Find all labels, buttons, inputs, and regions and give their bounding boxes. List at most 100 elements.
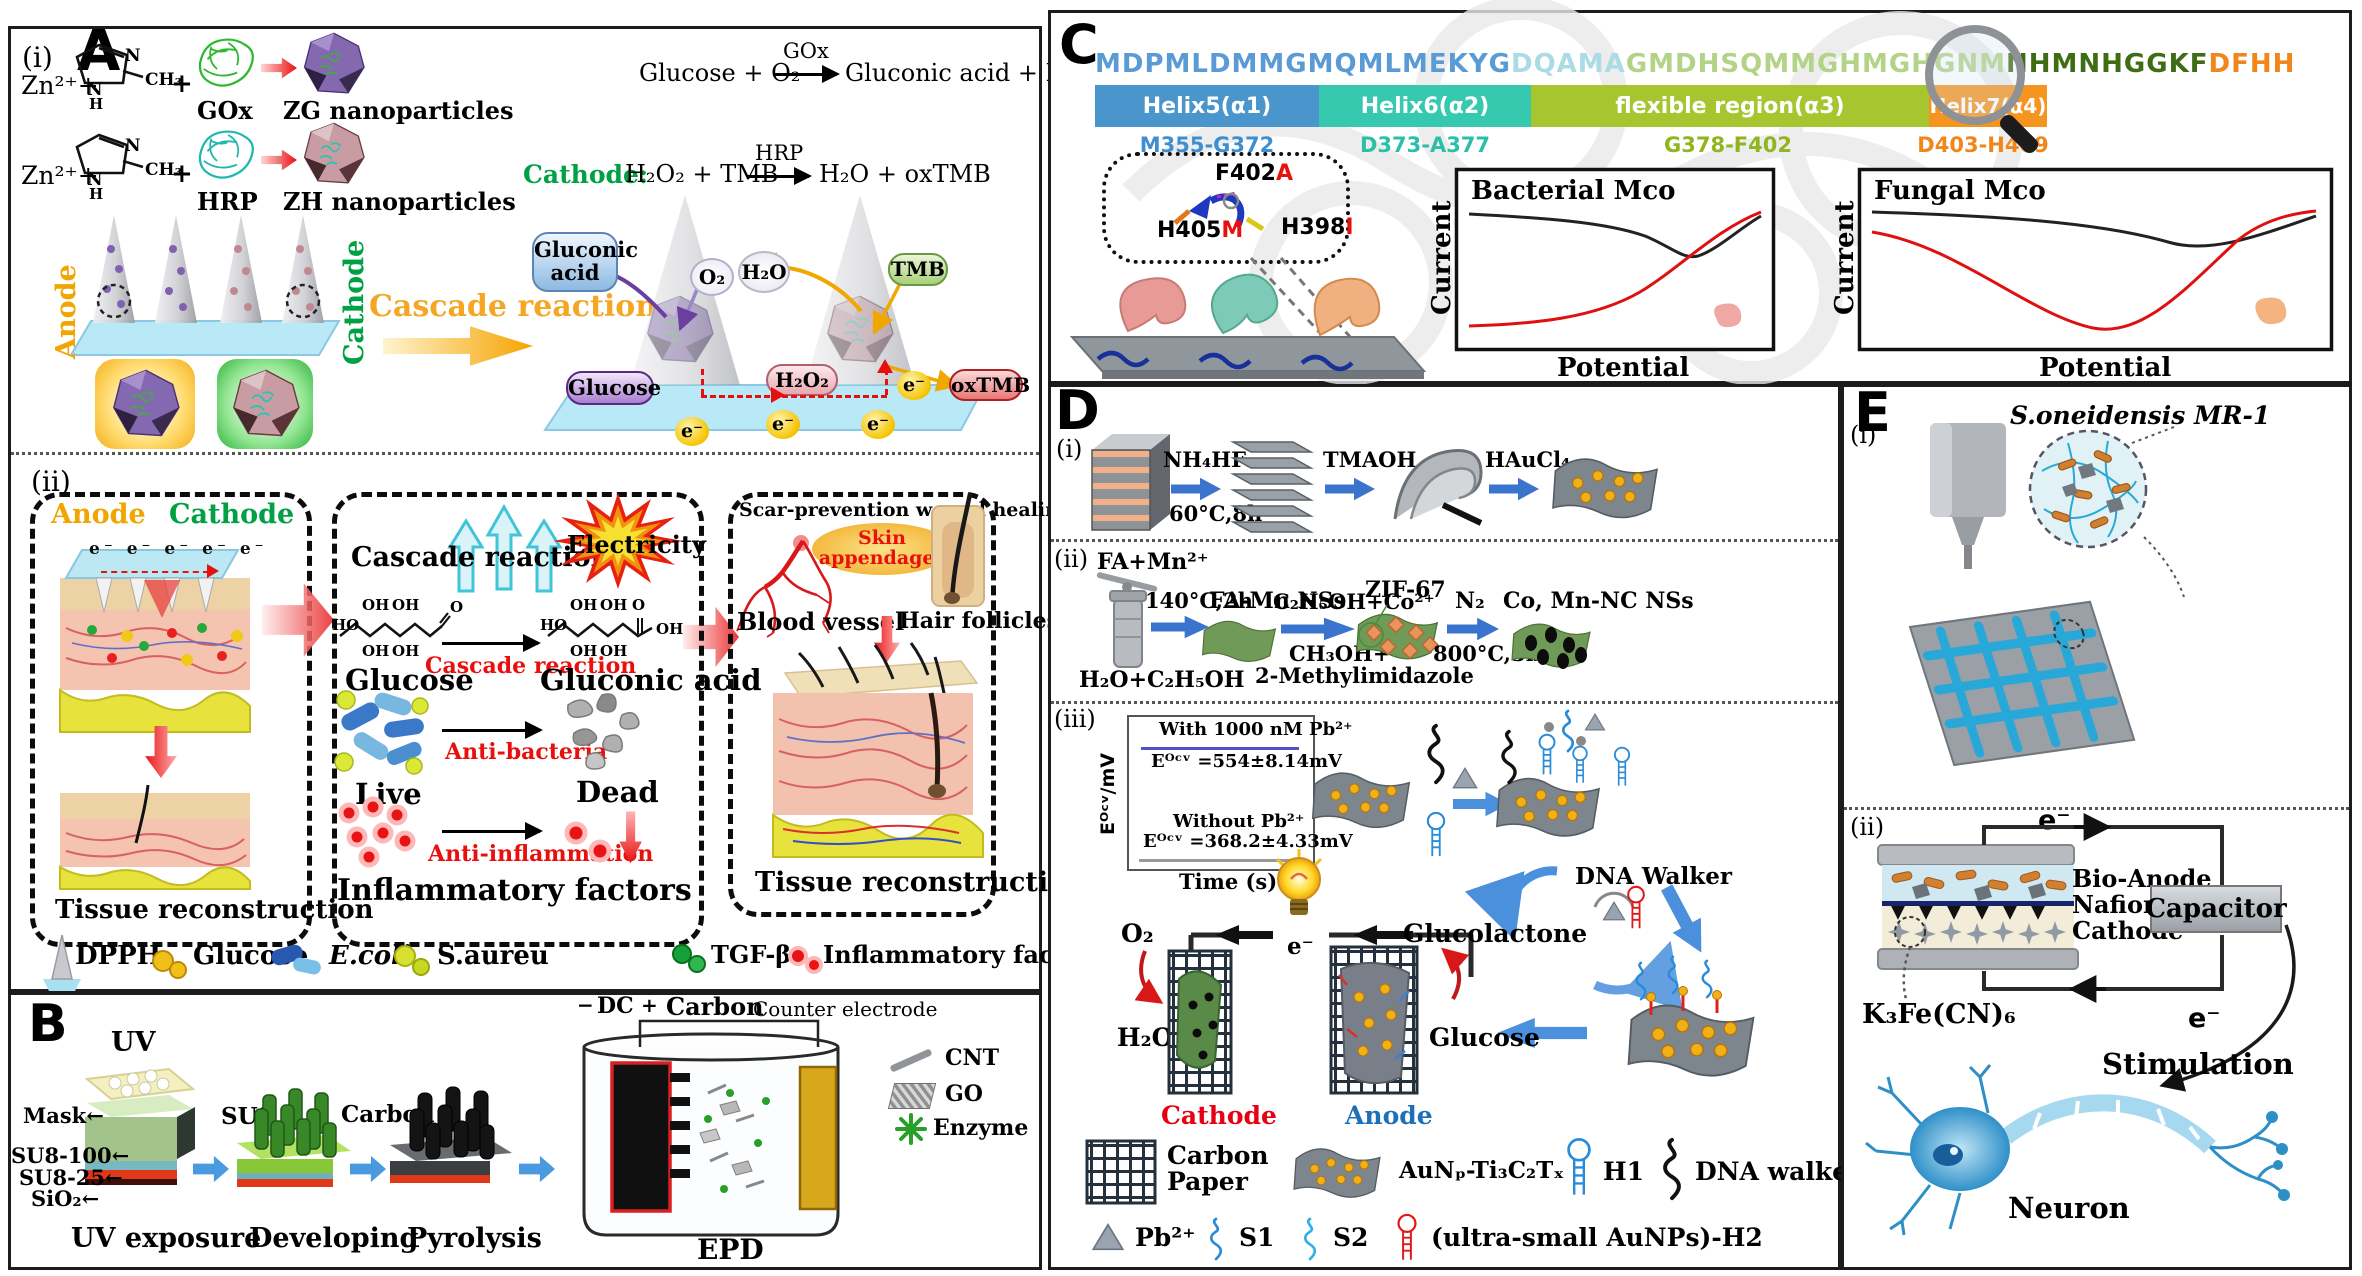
flexible-segment: flexible region(α3) — [1531, 85, 1929, 127]
o2-pill: O₂ — [690, 258, 734, 296]
sequence-seg5: DFHH — [2208, 49, 2296, 79]
electricity-starburst — [553, 493, 683, 589]
mco-blob-teal — [1210, 273, 1279, 335]
h2-hairpin-icon — [1623, 885, 1649, 933]
dash-arrowhead-1 — [771, 387, 785, 403]
ocv-with-value: Eᴼᶜᵛ =554±8.14mV — [1151, 751, 1342, 772]
protein-sequence: MDPMLDMMGMQMLMEKYGDQAMAGMDHSQMMGHMGHGNMN… — [1095, 49, 2295, 79]
fa-mn-feed-label: FA+Mn²⁺ — [1097, 549, 1209, 575]
skin-appendages-badge: Skin appendages — [812, 523, 952, 575]
blood-vessel-label: Blood vessel — [737, 607, 905, 636]
pb-label: Pb²⁺ — [1135, 1223, 1196, 1252]
dash-arrowhead-2 — [877, 359, 893, 373]
d-ii-arrow-3 — [1447, 617, 1499, 641]
panel-c: C MDPMLDMMGMQMLMEKYGDQAMAGMDHSQMMGHMGHGN… — [1048, 0, 2352, 385]
dc-label: DC — [597, 993, 634, 1019]
hair-follicles-label: Hair follicles — [899, 608, 1059, 634]
epd-label: EPD — [697, 1233, 764, 1266]
gox-protein-icon — [189, 29, 263, 97]
dpph-icon — [43, 934, 81, 991]
eq2-reactants: H₂O₂ + TMB — [625, 160, 779, 188]
pb-triangle-icon-2 — [1583, 713, 1607, 731]
co-mn-nc-sheet — [1507, 613, 1595, 669]
fungal-mco-graph — [1857, 167, 2334, 352]
developing-label: Developing — [249, 1223, 419, 1254]
skin-block-2 — [59, 784, 251, 890]
oh-label: OH — [570, 642, 597, 660]
oh-label: OH — [570, 596, 597, 614]
oxtmb-pill: oxTMB — [949, 369, 1030, 401]
fungal-ylabel: Current — [1830, 200, 1860, 315]
antibacteria-arrow — [442, 721, 543, 739]
reaction-arrow-1 — [261, 57, 297, 79]
capacitor-box: Capacitor — [2145, 885, 2287, 933]
pb-legend-icon — [1091, 1223, 1125, 1251]
mut-h405: H405 — [1157, 218, 1222, 243]
mut-m: M — [1221, 218, 1244, 243]
panel-e-label: E — [1854, 381, 1891, 444]
oh-label: OH — [656, 620, 683, 638]
dna-walker-legend-label: DNA walker — [1695, 1157, 1862, 1186]
uv-exposure-label: UV exposure — [71, 1223, 262, 1254]
pyrolyzed-stack — [390, 1086, 512, 1183]
neuron-label: Neuron — [2008, 1191, 2130, 1225]
tissue-reconstruction-1: Tissue reconstruction — [55, 895, 374, 925]
pb-triangle-icon-1 — [1451, 767, 1479, 789]
panel-a-divider — [11, 452, 1039, 455]
saureu-icon — [394, 945, 430, 976]
e-out-electron: e⁻ — [2188, 1003, 2221, 1034]
sio2-label: SiO₂← — [31, 1186, 100, 1211]
anode-label-i: Anode — [51, 264, 82, 359]
zif-sheet — [1349, 604, 1439, 660]
panel-d-label: D — [1055, 379, 1100, 442]
eq2-catalyst: HRP — [755, 141, 804, 165]
tissue-reconstruction-2: Tissue reconstruction — [755, 867, 1086, 898]
circuit-wires — [1188, 925, 1474, 979]
d-row-divider-2 — [1051, 701, 1838, 704]
o2-curve — [1134, 950, 1164, 1004]
panel-e-ii-label: (ii) — [1850, 813, 1885, 841]
mechanism-box — [332, 492, 704, 947]
plus-1: + — [171, 69, 193, 99]
ocv-without-line — [1139, 859, 1299, 862]
mut-a: A — [1275, 161, 1293, 186]
zif67-label: ZIF-67 — [1365, 577, 1446, 603]
zg-zoom-particle — [111, 369, 181, 439]
zoom-circle-cathode — [285, 283, 321, 319]
flexible-range: G378-F402 — [1664, 133, 1792, 157]
s2-label: S2 — [1333, 1223, 1369, 1252]
electron-1: e⁻ — [897, 371, 931, 400]
neuron-graphic — [1865, 1064, 2290, 1236]
functionalized-sheet — [1487, 722, 1607, 851]
eq1-reactants: Glucose + O₂ — [639, 59, 801, 87]
ocv-with-line — [1141, 747, 1299, 750]
bacterial-mco-title: Bacterial Mco — [1471, 176, 1676, 206]
oh-label: OH — [362, 596, 389, 614]
healing-box — [728, 492, 996, 917]
sequence-seg3: GMDHSQMMGHMGHGNM — [1625, 49, 2006, 79]
electron-dashed-up — [885, 369, 888, 395]
biofuel-cell-device — [1877, 844, 2079, 970]
panel-d-iii-label: (iii) — [1054, 705, 1096, 733]
au-ti3c2-icon — [1287, 1139, 1387, 1205]
helix6-range: D373-A377 — [1359, 133, 1491, 157]
h2o-label: H₂O — [1117, 1023, 1174, 1052]
electricity-label: Electricity — [567, 530, 706, 559]
layered-mxene-stack — [1230, 441, 1314, 533]
etchant-label: NH₄HF₂ — [1163, 447, 1256, 472]
helix-bar: Helix5(α1) Helix6(α2) flexible region(α3… — [1095, 85, 2047, 127]
saureu-label: S.aureu — [437, 941, 549, 971]
cobalt-label: C₂H₅OH+Co²⁺ — [1273, 589, 1435, 614]
sequence-seg1: MDPMLDMMGMQMLMEKYG — [1095, 49, 1511, 79]
ocv-ylabel: Eᴼᶜᵛ/mV — [1097, 753, 1119, 835]
h2-label: (ultra-small AuNPs)-H2 — [1431, 1223, 1763, 1252]
au-mxene-sheet-iii — [1309, 759, 1413, 839]
mco-blob-pink — [1119, 277, 1187, 333]
bioanode-electrode — [1329, 945, 1419, 1095]
inflammatory-legend-icon — [788, 946, 823, 974]
electrode-skin-box — [30, 492, 312, 947]
mut-i: I — [1345, 215, 1354, 240]
solvent-label: H₂O+C₂H₅OH — [1079, 667, 1245, 693]
electron-dashed-path — [701, 395, 887, 398]
haucl4-label: HAuCl₄ — [1485, 447, 1571, 472]
